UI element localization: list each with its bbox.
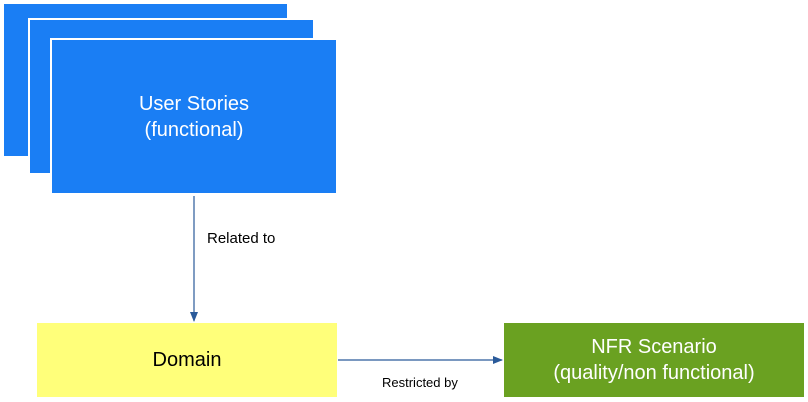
nfr-scenario-subtitle: (quality/non functional) [553, 362, 755, 384]
domain-label: Domain [152, 348, 222, 371]
nfr-scenario-node: NFR Scenario (quality/non functional) [504, 323, 804, 397]
user-stories-title: User Stories [138, 92, 250, 115]
restricted-by-label: Restricted by [382, 375, 458, 390]
related-to-label: Related to [207, 230, 276, 247]
user-stories-subtitle: (functional) [144, 118, 244, 141]
nfr-scenario-title: NFR Scenario [591, 336, 717, 358]
domain-node: Domain [37, 323, 337, 397]
user-stories-node: User Stories (functional) [50, 38, 338, 195]
